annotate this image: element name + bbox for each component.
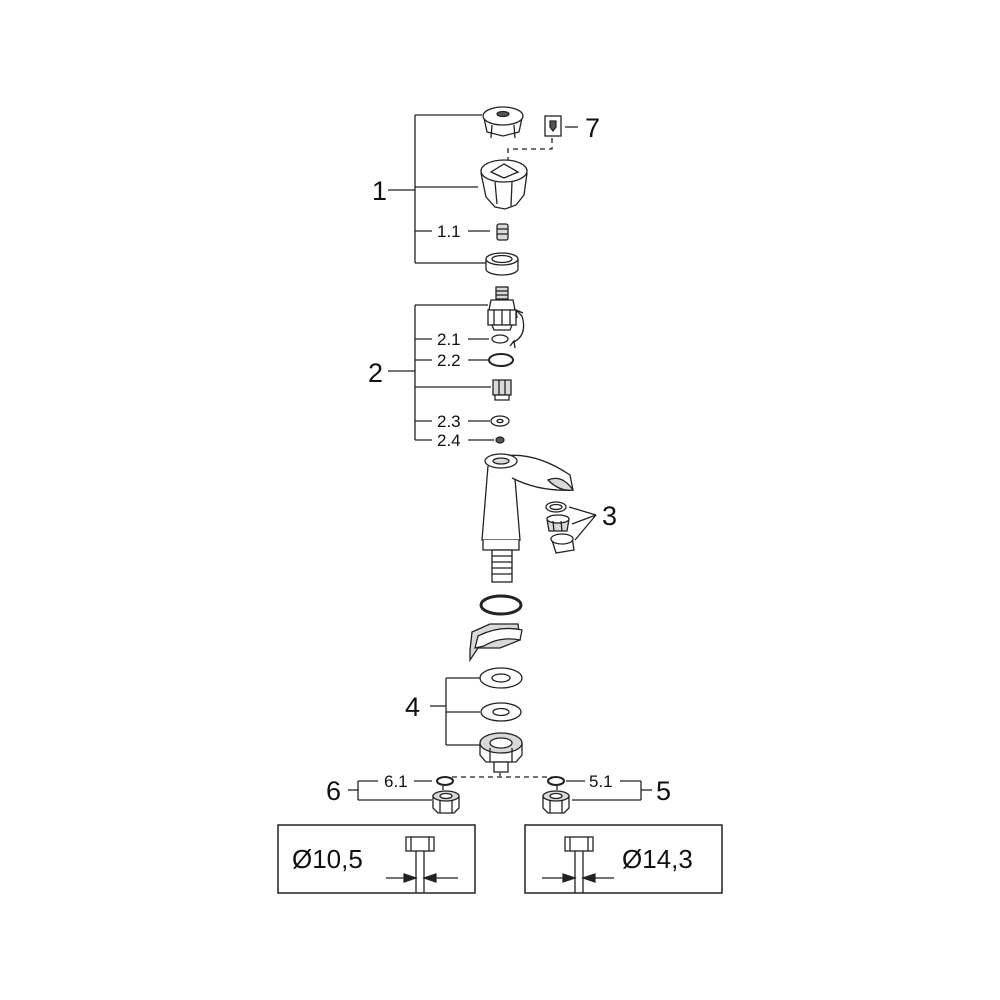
label-5: 5	[656, 776, 671, 806]
group-5-bracket	[566, 780, 652, 801]
o-ring-2-1	[491, 334, 509, 344]
horseshoe-clamp	[469, 623, 523, 663]
label-2-3: 2.3	[437, 412, 461, 431]
group-3-bracket	[568, 506, 597, 541]
split-dashed-line	[442, 773, 558, 790]
label-7: 7	[585, 113, 600, 143]
tap-body-part	[481, 453, 575, 583]
screw-1-1-part	[496, 223, 509, 241]
dimension-box-right: Ø14,3	[524, 824, 723, 894]
washer-4a	[479, 667, 523, 689]
nut-5	[542, 790, 570, 814]
group-6-bracket	[348, 780, 432, 801]
ring-5-1	[547, 776, 565, 786]
label-2-1: 2.1	[437, 330, 461, 349]
washer-4b	[480, 702, 522, 722]
group-4-bracket	[430, 677, 480, 746]
rotation-arrow	[509, 309, 525, 349]
part-7	[507, 115, 578, 160]
lower-cartridge-part	[492, 379, 512, 401]
handle-knob-part	[480, 159, 528, 210]
label-4: 4	[405, 692, 420, 722]
cartridge-part	[487, 286, 517, 331]
label-2-4: 2.4	[437, 431, 461, 450]
dimension-right-label: Ø14,3	[622, 844, 693, 874]
group-1-bracket	[388, 114, 490, 264]
label-2-2: 2.2	[437, 351, 461, 370]
label-2: 2	[368, 358, 383, 388]
group-2-bracket	[388, 304, 494, 441]
label-5-1: 5.1	[589, 772, 613, 791]
label-6: 6	[326, 776, 341, 806]
nut-6	[432, 790, 460, 814]
label-6-1: 6.1	[384, 772, 408, 791]
ring-1-part	[485, 252, 519, 276]
label-1: 1	[372, 176, 387, 206]
aerator-parts	[545, 501, 575, 554]
ring-6-1	[436, 776, 454, 786]
ball-2-4	[495, 436, 505, 444]
label-3: 3	[602, 501, 617, 531]
washer-2-3	[490, 415, 510, 427]
dimension-left-label: Ø10,5	[292, 844, 363, 874]
dimension-box-left: Ø10,5	[277, 824, 476, 894]
base-seal-ring	[479, 594, 523, 616]
nut-4	[479, 732, 523, 773]
o-ring-2-2	[488, 353, 514, 367]
label-1-1: 1.1	[437, 222, 461, 241]
cap-part	[482, 106, 524, 139]
